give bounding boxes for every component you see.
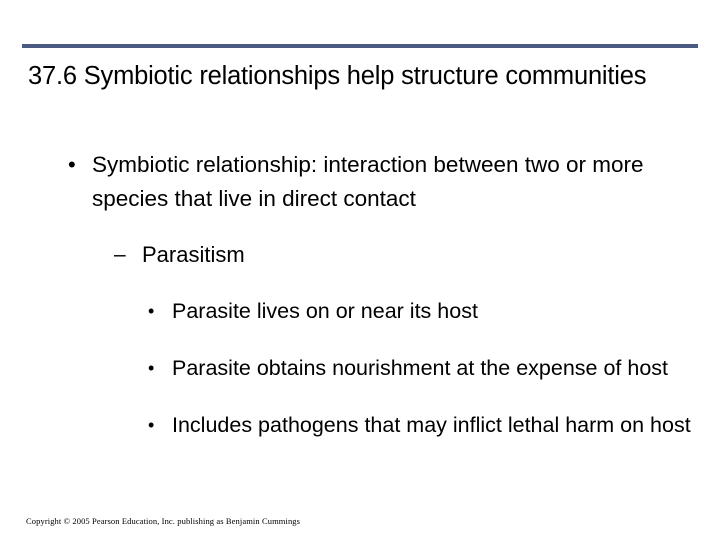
bullet-marker-icon: • [148, 358, 155, 378]
bullet-marker-icon: • [148, 301, 155, 321]
title-divider-rule [22, 44, 698, 48]
list-item-text: Includes pathogens that may inflict leth… [172, 413, 691, 437]
list-item: – Parasitism [114, 238, 700, 271]
copyright-notice: Copyright © 2005 Pearson Education, Inc.… [26, 516, 301, 526]
list-item: • Parasite lives on or near its host [146, 295, 700, 328]
list-item-text: Parasitism [142, 242, 245, 267]
bullet-marker-icon: • [68, 152, 76, 177]
list-item-text: Parasite lives on or near its host [172, 299, 478, 323]
list-item: • Symbiotic relationship: interaction be… [62, 148, 700, 216]
list-item-text: Symbiotic relationship: interaction betw… [92, 152, 644, 211]
list-item: • Parasite obtains nourishment at the ex… [146, 352, 700, 385]
list-item: • Includes pathogens that may inflict le… [146, 409, 700, 442]
dash-marker-icon: – [114, 243, 126, 266]
list-item-text: Parasite obtains nourishment at the expe… [172, 356, 669, 380]
bullet-marker-icon: • [148, 415, 155, 435]
page-title: 37.6 Symbiotic relationships help struct… [28, 62, 647, 90]
slide-body: • Symbiotic relationship: interaction be… [28, 148, 700, 442]
